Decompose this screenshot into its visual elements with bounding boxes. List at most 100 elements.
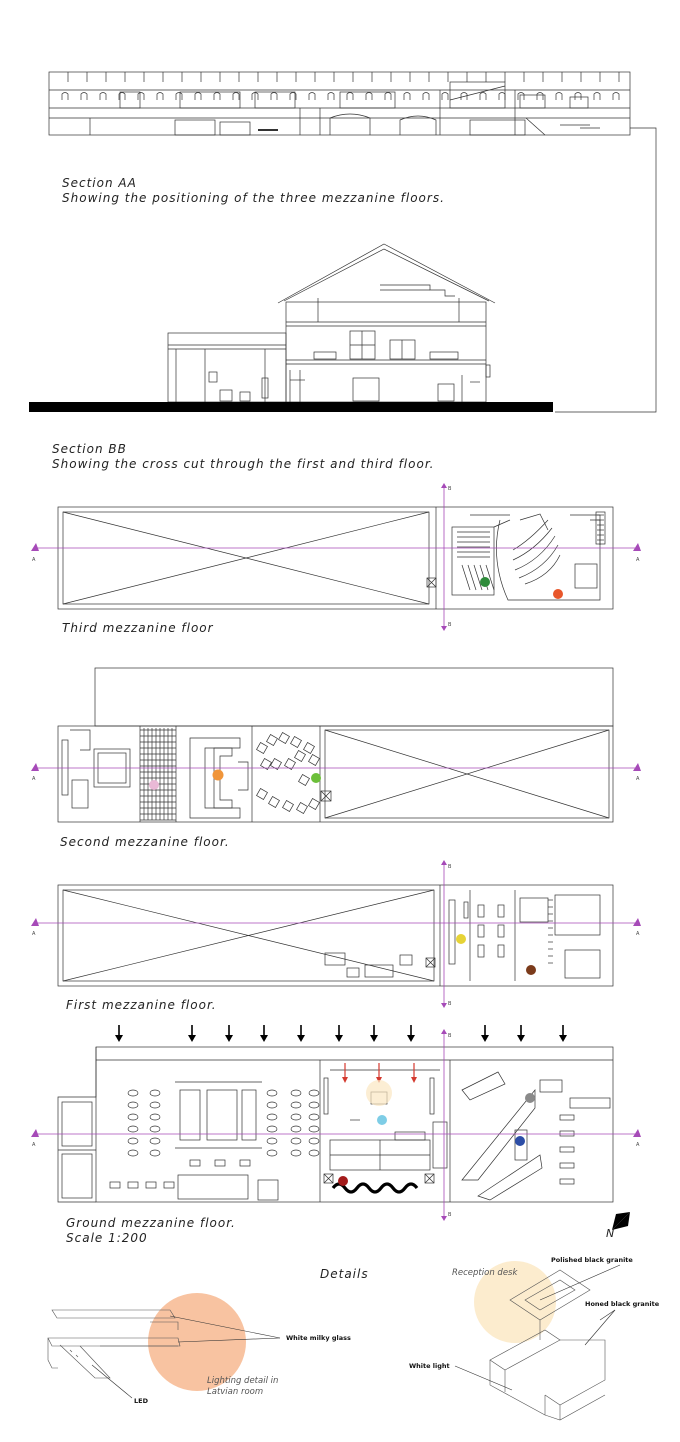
section-marker-a-right-first: A bbox=[636, 931, 640, 937]
reception-desk-caption: Reception desk bbox=[452, 1268, 518, 1278]
table bbox=[266, 1101, 278, 1109]
location-dot bbox=[311, 773, 321, 783]
window-arch bbox=[80, 92, 88, 100]
window-arch bbox=[498, 92, 506, 100]
section-aa-title: Section AA bbox=[62, 176, 137, 190]
location-dot bbox=[149, 780, 159, 790]
lounge-chair bbox=[268, 796, 280, 808]
window-arch bbox=[536, 92, 544, 100]
table bbox=[127, 1089, 139, 1097]
location-dot bbox=[526, 965, 536, 975]
section-marker-b-bottom-ground: B bbox=[448, 1212, 452, 1218]
window-arch bbox=[99, 92, 107, 100]
entrance-arrow-head bbox=[188, 1035, 196, 1042]
section-connector-line bbox=[555, 127, 657, 413]
table bbox=[127, 1149, 139, 1157]
table bbox=[149, 1101, 161, 1109]
ground-line bbox=[29, 402, 553, 412]
section-bb-title: Section BB bbox=[52, 442, 127, 456]
display-rack bbox=[477, 924, 485, 938]
entrance-arrow-head bbox=[297, 1035, 305, 1042]
lounge-chair bbox=[266, 734, 278, 746]
section-bb-description: Showing the cross cut through the first … bbox=[52, 457, 435, 471]
window-arch bbox=[441, 92, 449, 100]
window-arch bbox=[137, 92, 145, 100]
lounge-chair bbox=[256, 742, 268, 754]
window-arch bbox=[61, 92, 69, 100]
table bbox=[308, 1101, 320, 1109]
section-marker-b-bottom-first: B bbox=[448, 1001, 452, 1007]
location-dot bbox=[212, 769, 224, 781]
window-arch bbox=[213, 92, 221, 100]
second-floor-caption: Second mezzanine floor. bbox=[60, 835, 230, 849]
entrance-arrow-head bbox=[225, 1035, 233, 1042]
window-arch bbox=[574, 92, 582, 100]
location-dot bbox=[377, 1115, 387, 1125]
entrance-arrow-head bbox=[517, 1035, 525, 1042]
table bbox=[308, 1089, 320, 1097]
display-rack bbox=[497, 904, 505, 918]
entrance-arrow-head bbox=[260, 1035, 268, 1042]
entrance-arrow-head bbox=[370, 1035, 378, 1042]
section-marker-b-top-ground: B bbox=[448, 1033, 452, 1039]
display-rack bbox=[477, 944, 485, 958]
section-bb-drawing bbox=[167, 243, 496, 403]
entrance-arrow-head bbox=[115, 1035, 123, 1042]
window-arch bbox=[308, 92, 316, 100]
stair-tread bbox=[473, 564, 483, 591]
details-title: Details bbox=[320, 1267, 369, 1281]
lounge-chair bbox=[290, 736, 302, 748]
flow-arrow-head bbox=[411, 1077, 417, 1083]
table bbox=[149, 1089, 161, 1097]
bench bbox=[109, 1181, 121, 1189]
table bbox=[266, 1089, 278, 1097]
location-dot bbox=[553, 589, 563, 599]
section-marker-a-left-ground: A bbox=[32, 1142, 36, 1148]
table bbox=[290, 1137, 302, 1145]
lounge-chair bbox=[303, 742, 315, 754]
lighting-glow bbox=[148, 1293, 246, 1391]
table bbox=[290, 1149, 302, 1157]
table bbox=[290, 1113, 302, 1121]
table bbox=[308, 1149, 320, 1157]
window-arch bbox=[194, 92, 202, 100]
window-arch bbox=[118, 92, 126, 100]
table bbox=[127, 1137, 139, 1145]
first-floor-plan bbox=[57, 884, 614, 987]
window-arch bbox=[422, 92, 430, 100]
bench bbox=[559, 1178, 575, 1185]
scale-label: Scale 1:200 bbox=[66, 1231, 148, 1245]
display-rack bbox=[477, 904, 485, 918]
lounge-chair bbox=[270, 758, 282, 770]
stair-tread bbox=[485, 564, 495, 591]
location-dot bbox=[515, 1136, 525, 1146]
section-marker-b-top-first: B bbox=[448, 864, 452, 870]
section-marker-a-left-first: A bbox=[32, 931, 36, 937]
lounge-chair bbox=[308, 798, 320, 810]
section-marker-a-right-second: A bbox=[636, 776, 640, 782]
table bbox=[290, 1089, 302, 1097]
second-floor-plan bbox=[57, 667, 614, 823]
third-floor-plan bbox=[57, 506, 614, 610]
window-arch bbox=[346, 92, 354, 100]
location-dot bbox=[456, 934, 466, 944]
lighting-caption-line2: Latvian room bbox=[207, 1387, 264, 1397]
north-label: N bbox=[606, 1227, 616, 1240]
bench bbox=[559, 1146, 575, 1153]
lounge-chair bbox=[294, 750, 306, 762]
window-arch bbox=[327, 92, 335, 100]
lounge-chair bbox=[282, 800, 294, 812]
section-marker-b-bottom-third: B bbox=[448, 622, 452, 628]
table bbox=[149, 1149, 161, 1157]
section-aa-drawing bbox=[48, 71, 631, 136]
bench bbox=[214, 1159, 226, 1167]
display-rack bbox=[497, 924, 505, 938]
table bbox=[308, 1125, 320, 1133]
ground-floor-caption: Ground mezzanine floor. bbox=[66, 1216, 236, 1230]
section-marker-b-top-third: B bbox=[448, 486, 452, 492]
window-arch bbox=[384, 92, 392, 100]
stair-tread bbox=[461, 564, 471, 591]
lounge-chair bbox=[284, 758, 296, 770]
display-rack bbox=[497, 944, 505, 958]
third-floor-caption: Third mezzanine floor bbox=[62, 621, 214, 635]
